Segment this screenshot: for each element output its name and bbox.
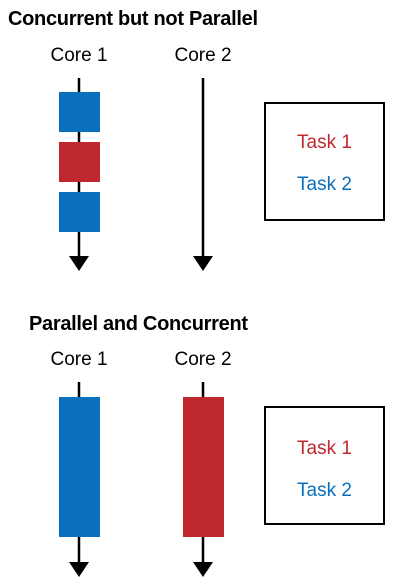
diagram-1-core-1-arrowhead bbox=[69, 256, 89, 271]
diagram-2-legend: Task 1 Task 2 bbox=[264, 406, 385, 525]
diagram-1-core-1-segment-2 bbox=[59, 142, 100, 182]
diagram-1-core-2-arrowhead bbox=[193, 256, 213, 271]
diagram-2-core-2-arrowhead bbox=[193, 562, 213, 577]
diagram-1-core-1-segment-3 bbox=[59, 192, 100, 232]
diagram-1-core-1-segment-1 bbox=[59, 92, 100, 132]
diagram-2-title: Parallel and Concurrent bbox=[29, 313, 248, 335]
diagram-2-core-1-arrowhead bbox=[69, 562, 89, 577]
diagram-1-legend-task-1: Task 1 bbox=[297, 132, 352, 153]
diagram-2-legend-task-1: Task 1 bbox=[297, 438, 352, 459]
diagram-2-core-2-label: Core 2 bbox=[174, 349, 232, 370]
diagram-2-legend-task-2: Task 2 bbox=[297, 480, 352, 501]
diagram-2-core-1-label: Core 1 bbox=[50, 349, 108, 370]
diagram-2-core-2-segment-1 bbox=[183, 397, 224, 537]
diagram-1-core-1-label: Core 1 bbox=[50, 45, 108, 66]
diagram-1-title: Concurrent but not Parallel bbox=[8, 8, 258, 30]
diagram-1-legend-task-2: Task 2 bbox=[297, 174, 352, 195]
diagram-2-core-1-segment-1 bbox=[59, 397, 100, 537]
diagram-1-legend: Task 1 Task 2 bbox=[264, 102, 385, 221]
diagram-1-core-2-label: Core 2 bbox=[174, 45, 232, 66]
